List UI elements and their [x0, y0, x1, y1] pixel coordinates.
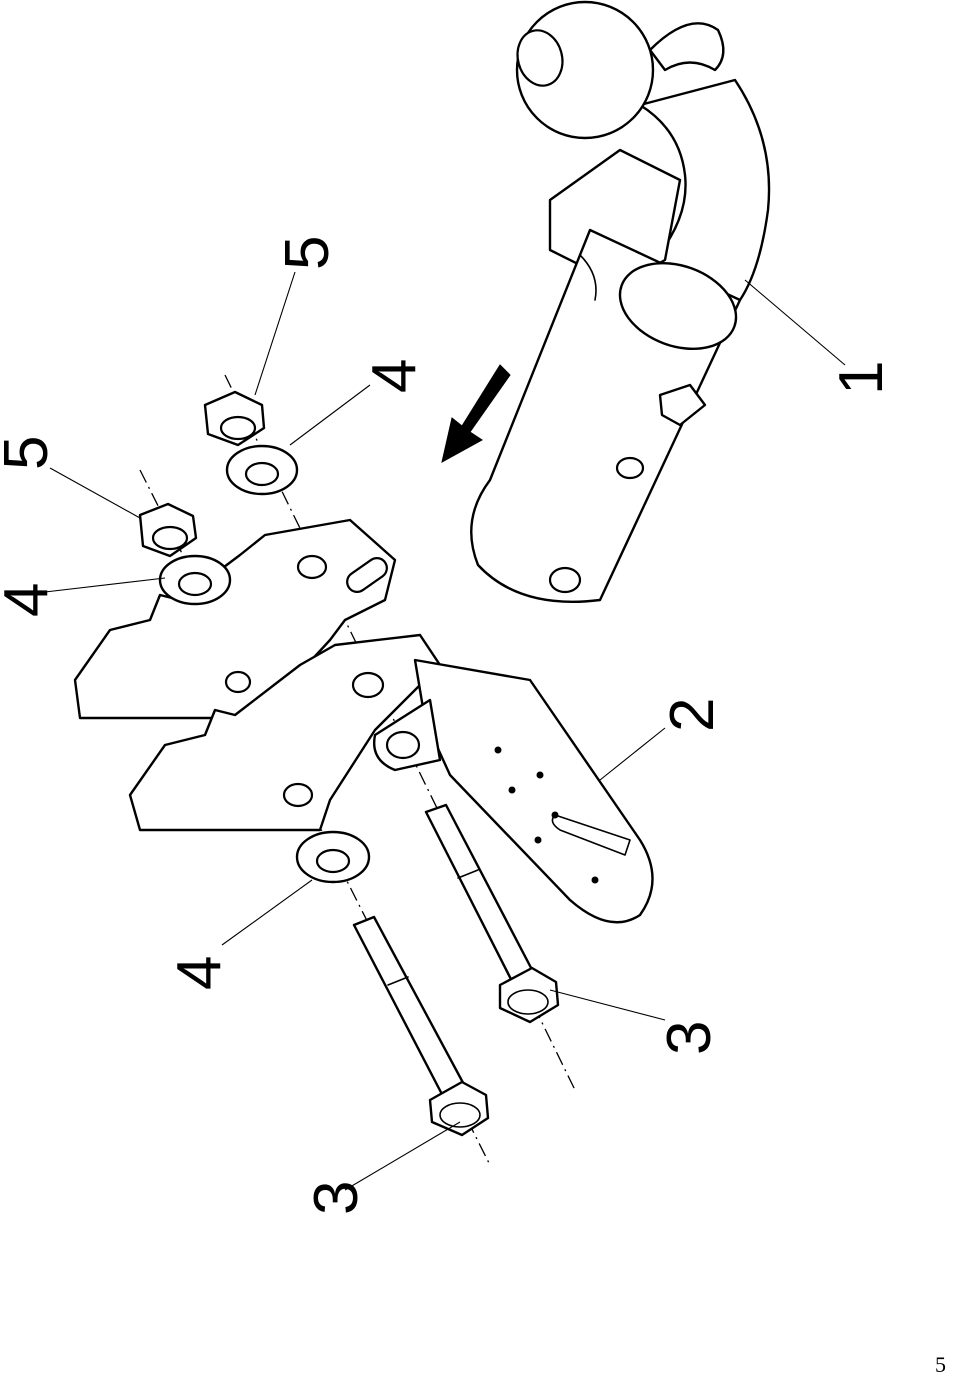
leader-washer-lower: [221, 879, 313, 946]
bracket-rivet-2: [536, 771, 544, 779]
washer-lower-bore: [315, 848, 351, 874]
spring-clip: [579, 254, 597, 301]
callout-washer-upper-left: 4: [0, 583, 61, 617]
nut-right-bore: [219, 415, 257, 441]
callout-bolt-right: 3: [655, 1021, 724, 1055]
bracket-rivet-4: [551, 811, 559, 819]
bolt-right-head-face: [507, 989, 549, 1015]
tube-hole-upper: [615, 456, 645, 480]
page-number: 5: [935, 1352, 946, 1377]
bolt-right: [424, 803, 560, 1024]
washer-upper-left: [158, 554, 232, 606]
washers: [158, 444, 371, 884]
bolt-left-head-face: [439, 1102, 481, 1128]
tube-collar: [618, 261, 738, 351]
tube-hole-lower: [548, 566, 582, 594]
nuts: [138, 390, 266, 558]
bracket-rivet-3: [508, 786, 516, 794]
leader-part-2: [599, 727, 666, 781]
leader-part-1: [744, 279, 846, 366]
callout-bolt-left: 3: [302, 1181, 371, 1215]
bolt-left-shank: [352, 915, 470, 1104]
nut-left-bore: [151, 525, 189, 551]
leader-lines: [44, 271, 846, 1191]
bracket-flange: [413, 658, 654, 924]
mounting-bracket: [373, 658, 654, 924]
locking-pin: [658, 383, 707, 427]
washer-upper-left-bore: [177, 571, 213, 597]
upper-plate-hole: [296, 554, 328, 580]
bolt-right-thread-line: [457, 869, 479, 879]
lower-mounting-plate: [128, 633, 442, 832]
leader-bolt-right: [549, 989, 666, 1021]
callout-nut-right: 5: [273, 236, 342, 270]
bolt-left: [352, 915, 490, 1137]
bolt-right-head: [498, 966, 560, 1024]
bracket-rivet-6: [591, 876, 599, 884]
callout-washer-upper-right: 4: [360, 359, 429, 393]
bracket-rivet-1: [494, 746, 502, 754]
upper-plate-hole-2: [224, 670, 252, 694]
upper-mounting-plate: [73, 518, 397, 720]
nut-right: [203, 390, 266, 447]
nut-left: [138, 502, 198, 558]
tow-ball-assembly: [470, 0, 771, 604]
bolt-left-thread-line: [387, 976, 409, 986]
leader-nut-left: [49, 467, 141, 519]
callout-part-2: 2: [658, 698, 727, 732]
callout-labels: 1 2 3 3 4 4 4 5 5: [0, 236, 896, 1215]
upper-plate-slot: [346, 557, 388, 593]
callout-nut-left: 5: [0, 436, 61, 470]
ball-highlight: [516, 29, 564, 87]
washer-upper-right: [225, 444, 299, 496]
bracket-rivet-5: [534, 836, 542, 844]
leader-bolt-left: [344, 1121, 461, 1191]
lower-plate-hole-2: [282, 782, 314, 808]
callout-part-1: 1: [827, 361, 896, 395]
callout-washer-lower: 4: [165, 956, 234, 990]
washer-lower: [295, 830, 371, 884]
leader-washer-upper-left: [44, 577, 166, 593]
insertion-arrow: [441, 364, 511, 463]
bolts: [352, 803, 560, 1137]
ball-top-lug: [648, 22, 725, 72]
leader-washer-upper-right: [289, 384, 371, 446]
bracket-boss-hole: [385, 730, 421, 760]
leader-nut-right: [254, 271, 296, 396]
lower-plate-hole: [351, 671, 385, 699]
washer-upper-right-bore: [244, 461, 280, 487]
